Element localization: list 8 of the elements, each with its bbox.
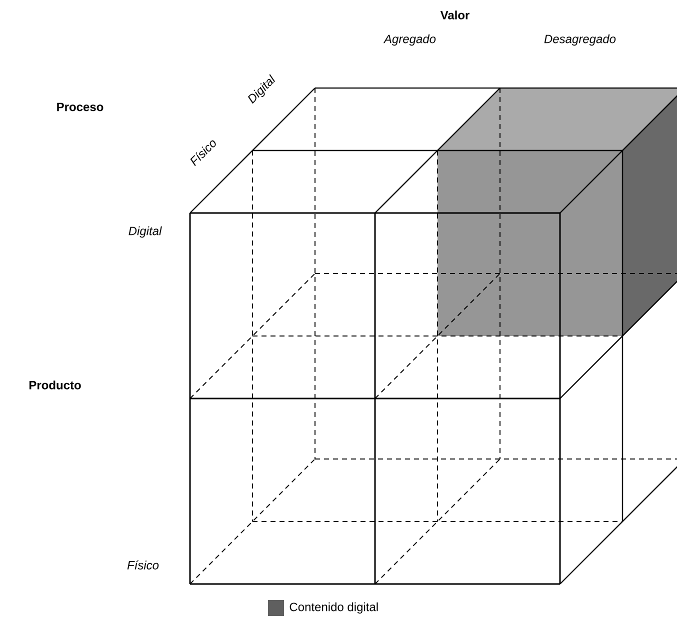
axis-label: Desagregado — [544, 34, 616, 46]
axis-title: Proceso — [57, 102, 104, 112]
legend-label: Contenido digital — [290, 602, 378, 614]
axis-title: Valor — [440, 10, 470, 20]
axis-label: Agregado — [383, 34, 436, 46]
axis-label: Físico — [127, 560, 159, 570]
axis-label: Digital — [128, 226, 162, 238]
axis-title: Producto — [29, 380, 81, 390]
